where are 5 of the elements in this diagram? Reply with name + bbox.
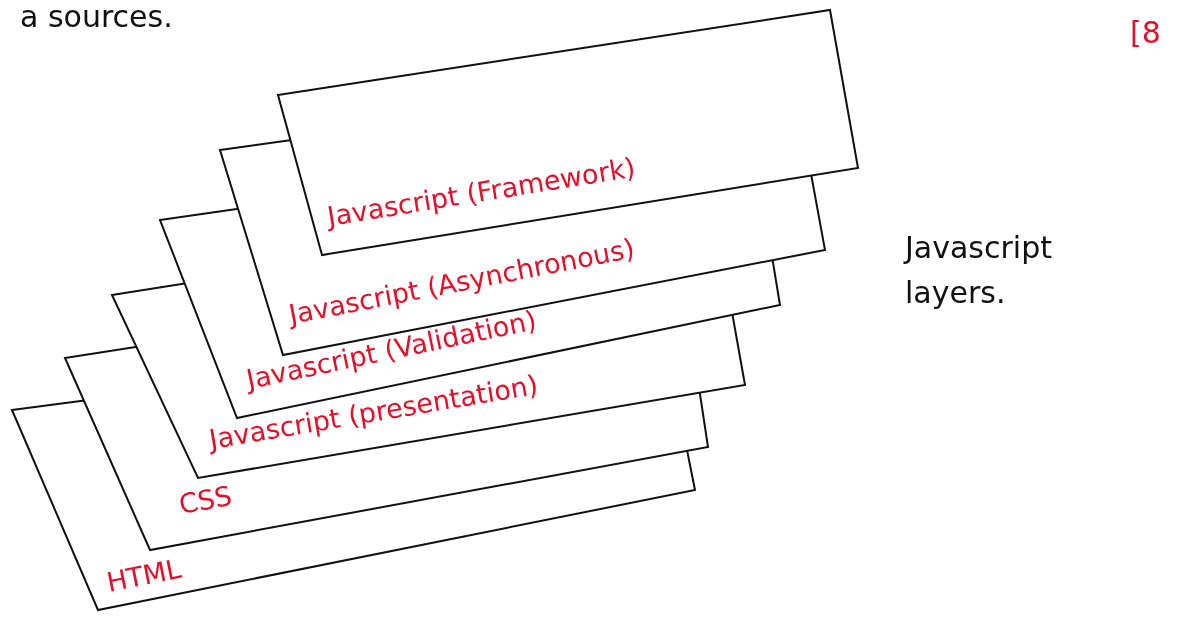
layer-label: HTML	[104, 553, 184, 598]
section-mark: [8	[1130, 14, 1161, 52]
handwritten-note: a sources.	[20, 0, 173, 36]
diagram-caption: Javascript layers.	[905, 229, 1053, 312]
layer-label: CSS	[176, 480, 235, 520]
